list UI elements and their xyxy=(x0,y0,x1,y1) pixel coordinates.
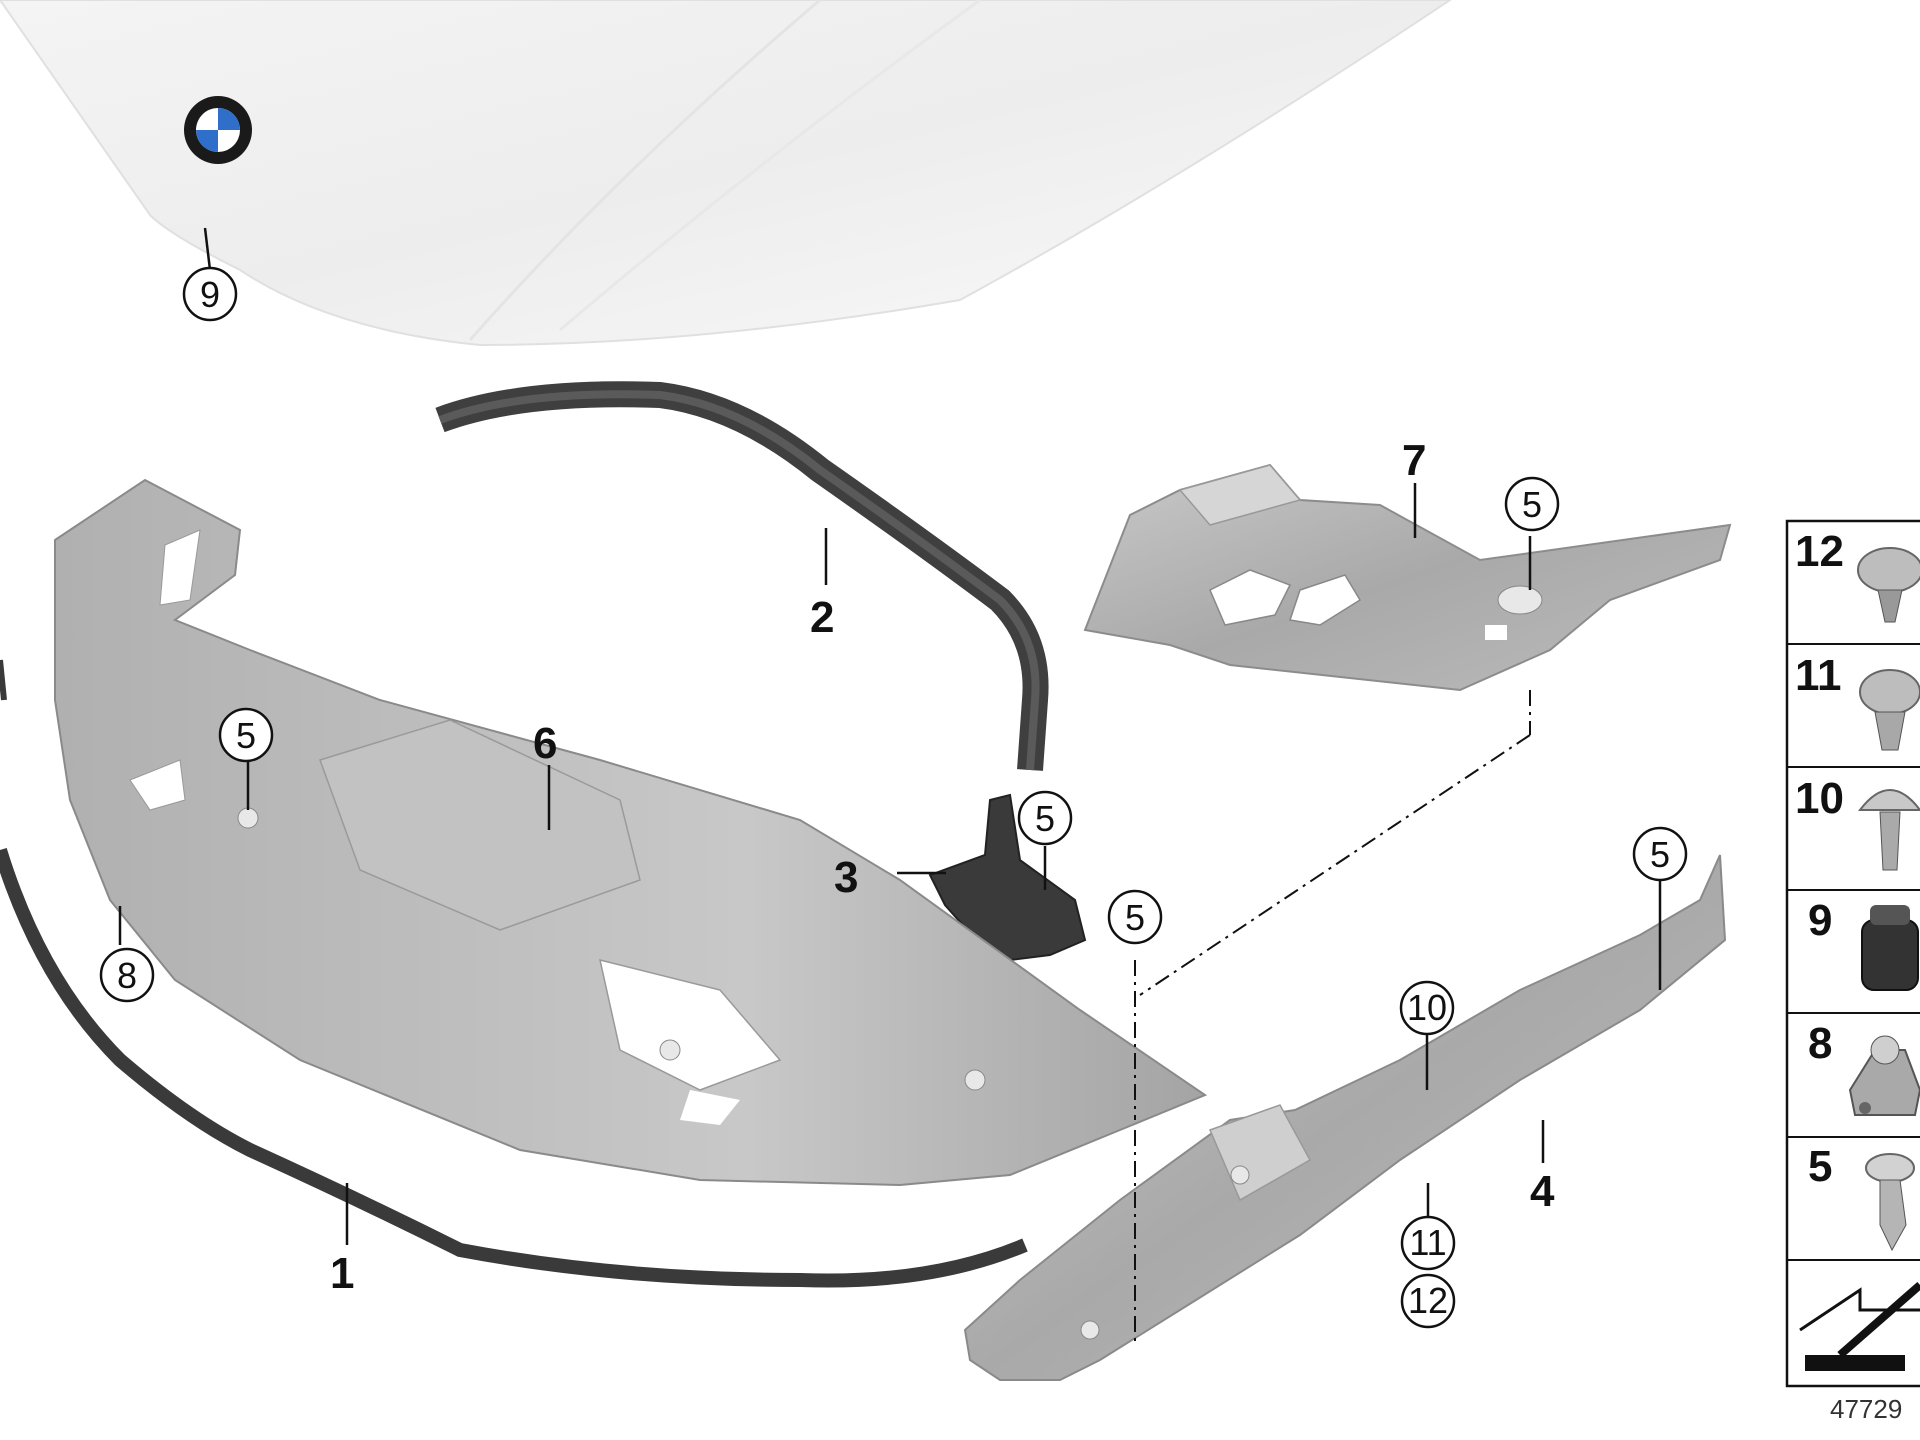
svg-text:5: 5 xyxy=(1035,798,1055,839)
callout-5-shield: 5 xyxy=(218,707,274,763)
clip-11-icon xyxy=(1859,669,1920,751)
svg-text:10: 10 xyxy=(1407,987,1447,1028)
lower-bracket-part xyxy=(963,854,1727,1381)
callout-12: 12 xyxy=(1400,1273,1456,1329)
label-part-4: 4 xyxy=(1530,1167,1555,1216)
svg-text:5: 5 xyxy=(1522,484,1542,525)
panel-label-5: 5 xyxy=(1808,1142,1832,1191)
svg-text:5: 5 xyxy=(1125,897,1145,938)
label-part-7: 7 xyxy=(1402,436,1426,485)
rivet-5-icon xyxy=(1865,1153,1915,1252)
panel-label-8: 8 xyxy=(1808,1019,1832,1068)
air-shield-part xyxy=(54,478,1208,1187)
arrow-symbol-icon xyxy=(1799,1281,1920,1371)
svg-text:9: 9 xyxy=(200,274,220,315)
fastener-panel: 12 11 10 9 8 5 xyxy=(1785,519,1920,1388)
panel-label-10: 10 xyxy=(1795,774,1844,823)
clip-12-icon xyxy=(1857,547,1920,623)
callout-5-center: 5 xyxy=(1107,889,1163,945)
label-part-1: 1 xyxy=(330,1249,354,1298)
panel-label-11: 11 xyxy=(1795,651,1842,700)
panel-label-9: 9 xyxy=(1808,896,1832,945)
panel-label-12: 12 xyxy=(1795,527,1844,576)
callout-5-plate: 5 xyxy=(1504,476,1560,532)
svg-text:5: 5 xyxy=(236,715,256,756)
diagram-reference-number: 47729 xyxy=(1830,1394,1902,1424)
svg-text:11: 11 xyxy=(1409,1222,1446,1263)
label-part-6: 6 xyxy=(533,719,557,768)
callout-8: 8 xyxy=(99,947,155,1003)
callout-5-lower: 5 xyxy=(1632,826,1688,882)
dash-dot-lines xyxy=(1134,690,1531,1345)
callout-10: 10 xyxy=(1399,980,1455,1036)
label-part-2: 2 xyxy=(810,593,834,642)
svg-text:12: 12 xyxy=(1408,1280,1448,1321)
seal-strip-part xyxy=(435,381,1049,771)
svg-text:5: 5 xyxy=(1650,834,1670,875)
callout-5-bracket: 5 xyxy=(1017,790,1073,846)
grommet-9-icon xyxy=(1861,905,1919,991)
clip-10-icon xyxy=(1857,789,1920,871)
leader-lines xyxy=(118,227,1662,1245)
label-part-3: 3 xyxy=(834,853,858,902)
callout-11: 11 xyxy=(1400,1215,1456,1271)
seal-cord-part xyxy=(0,847,1028,1288)
cover-plate-part xyxy=(1083,463,1732,692)
callout-9: 9 xyxy=(182,266,238,322)
svg-text:8: 8 xyxy=(117,955,137,996)
fastener-8-icon xyxy=(1848,1035,1920,1116)
hood xyxy=(0,0,1452,347)
bmw-logo-icon xyxy=(184,96,252,164)
